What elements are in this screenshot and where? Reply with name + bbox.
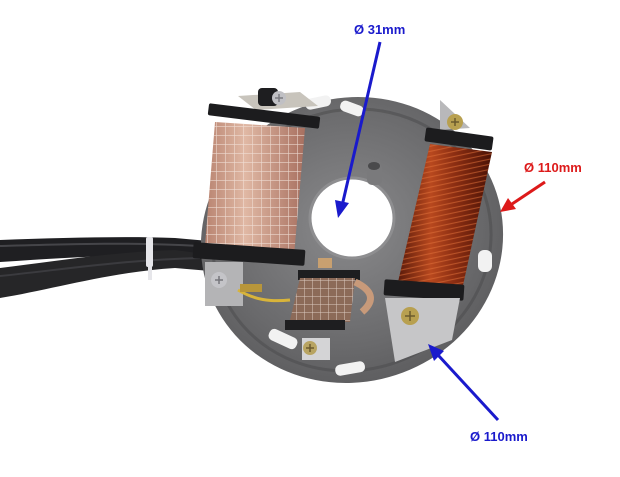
mounting-slot bbox=[340, 100, 364, 117]
pickup-coil bbox=[237, 258, 374, 360]
dimension-arrows bbox=[335, 41, 546, 422]
mounting-slot bbox=[478, 250, 492, 272]
outer-diameter-arrow-blue bbox=[436, 353, 500, 422]
bore-arrow bbox=[340, 41, 382, 207]
wiring-harness bbox=[0, 237, 222, 298]
mounting-slot bbox=[335, 361, 366, 376]
right-coil bbox=[383, 100, 494, 362]
cable-tie bbox=[146, 237, 153, 267]
left-coil bbox=[192, 88, 321, 306]
center-hole bbox=[310, 178, 394, 258]
outer-diameter-label-right: Ø 110mm bbox=[524, 160, 582, 175]
outer-diameter-label-bottom: Ø 110mm bbox=[470, 429, 528, 444]
mounting-slot bbox=[268, 328, 298, 350]
bore-diameter-label: Ø 31mm bbox=[354, 22, 406, 37]
outer-diameter-arrow-red bbox=[511, 180, 546, 206]
